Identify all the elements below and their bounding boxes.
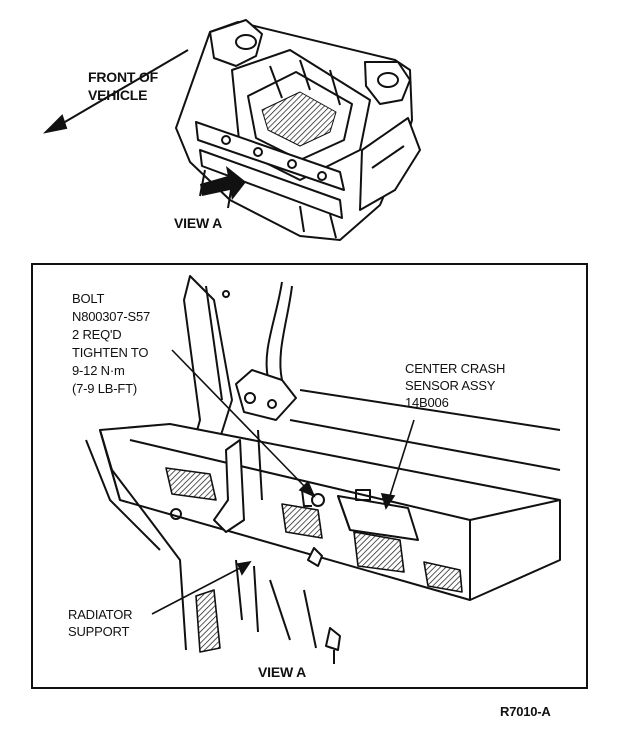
view-a-pointer-arrow [200, 166, 246, 200]
front-direction-arrow [42, 49, 189, 134]
leader-lines [151, 349, 415, 615]
crash-sensor-callout-label: CENTER CRASH SENSOR ASSY 14B006 [405, 361, 506, 410]
bolt-callout-label: BOLT N800307-S57 2 REQ'D TIGHTEN TO 9-12… [72, 291, 151, 396]
detail-view-frame [31, 263, 588, 689]
front-of-vehicle-label: FRONT OF VEHICLE [88, 69, 158, 103]
view-a-bottom-label: VIEW A [258, 664, 307, 680]
radiator-support-detail [85, 275, 561, 664]
view-a-top-label: VIEW A [174, 215, 223, 231]
radiator-support-label: RADIATOR SUPPORT [68, 607, 133, 639]
figure-code-label: R7010-A [500, 704, 551, 719]
vehicle-front-structure [175, 19, 421, 241]
